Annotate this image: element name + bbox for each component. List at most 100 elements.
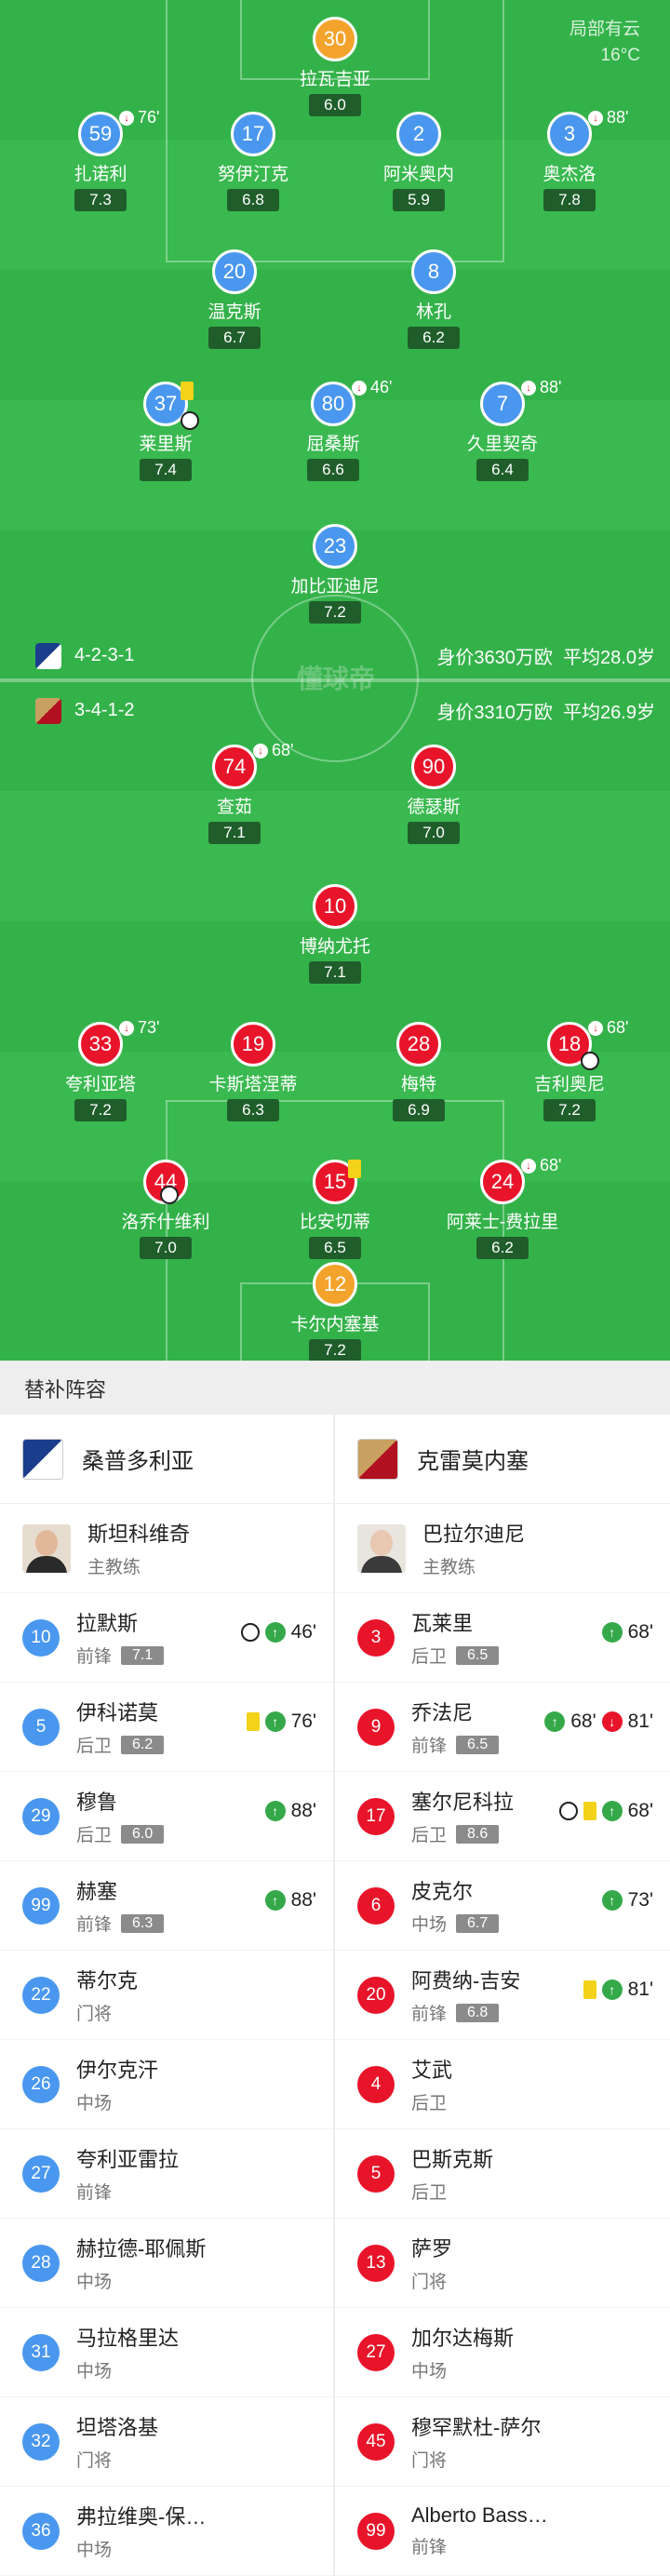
- sub-time: 88': [540, 378, 562, 396]
- sub-in-icon: ↑: [264, 1622, 286, 1643]
- sub-in-icon: ↑: [264, 1890, 286, 1911]
- sub-player-name: 穆鲁: [76, 1791, 118, 1814]
- player-name: 加比亚迪尼: [290, 577, 380, 597]
- sub-player-name: 艾武: [411, 2059, 453, 2082]
- sub-player-position: 后卫: [76, 1737, 113, 1756]
- sub-player-position: 前锋: [411, 2538, 448, 2557]
- sub-player-position: 中场: [411, 1915, 448, 1935]
- sub-player-name: 赫拉德-耶佩斯: [76, 2237, 207, 2261]
- player-number: 3: [547, 112, 592, 156]
- player-number: 20: [212, 249, 257, 294]
- subs-away-team[interactable]: 克雷莫内塞: [335, 1415, 670, 1504]
- pitch: 懂球帝 局部有云 16°C 4-2-3-1 身价3630万欧 平均28.0岁 3…: [0, 0, 670, 1361]
- sub-player-position: 前锋: [76, 1915, 113, 1935]
- coach-avatar: [357, 1523, 406, 1573]
- sub-events: ↑88': [264, 1889, 316, 1912]
- player-rating: 6.7: [208, 327, 261, 349]
- sub-player-number: 5: [357, 2154, 395, 2193]
- goal-ball-icon: [240, 1623, 260, 1642]
- player-rating: 7.4: [140, 459, 192, 481]
- coach-avatar: [22, 1523, 71, 1573]
- sub-player-name: 伊科诺莫: [76, 1701, 159, 1724]
- sub-time: 68': [540, 1156, 562, 1174]
- sub-player-number: 99: [357, 2512, 395, 2550]
- away-avg-age: 平均26.9岁: [563, 703, 655, 723]
- sub-player-number: 26: [22, 2065, 60, 2103]
- sub-player-number: 3: [357, 1618, 395, 1657]
- player-name: 奥杰洛: [543, 165, 596, 184]
- sub-player-number: 32: [22, 2422, 60, 2461]
- sub-in-time: 88': [290, 1800, 316, 1821]
- sub-player-position: 中场: [411, 2362, 448, 2381]
- player-rating: 6.5: [309, 1237, 361, 1259]
- away-coach-row[interactable]: 巴拉尔迪尼 主教练: [335, 1504, 670, 1593]
- sub-in-icon: ↑: [601, 1890, 623, 1911]
- sub-player-name: 萨罗: [411, 2237, 453, 2261]
- yellow-card-icon: [181, 382, 194, 400]
- player-number: 30: [313, 17, 357, 61]
- sub-in-icon: ↑: [264, 1711, 286, 1732]
- sub-player-number: 99: [22, 1886, 60, 1925]
- home-formation: 4-2-3-1: [74, 645, 135, 665]
- home-coach-row[interactable]: 斯坦科维奇 主教练: [0, 1504, 333, 1593]
- player-rating: 7.2: [543, 1099, 596, 1121]
- sub-player-rating: 8.6: [456, 1824, 500, 1844]
- sub-off-badge: ↓88': [588, 108, 628, 127]
- subs-home-team[interactable]: 桑普多利亚: [0, 1415, 335, 1504]
- home-coach-name: 斯坦科维奇: [87, 1523, 191, 1546]
- sub-off-icon: ↓: [253, 743, 268, 758]
- sub-in-time: 68': [627, 1800, 653, 1821]
- player-number: 80: [311, 382, 355, 426]
- player-name: 夸利亚塔: [64, 1075, 136, 1094]
- goal-ball-icon: [181, 411, 199, 430]
- sub-off-icon: ↓: [119, 1020, 134, 1036]
- yellow-card-icon: [583, 1980, 596, 1999]
- sub-time: 88': [607, 108, 629, 127]
- player-number: 90: [411, 745, 456, 789]
